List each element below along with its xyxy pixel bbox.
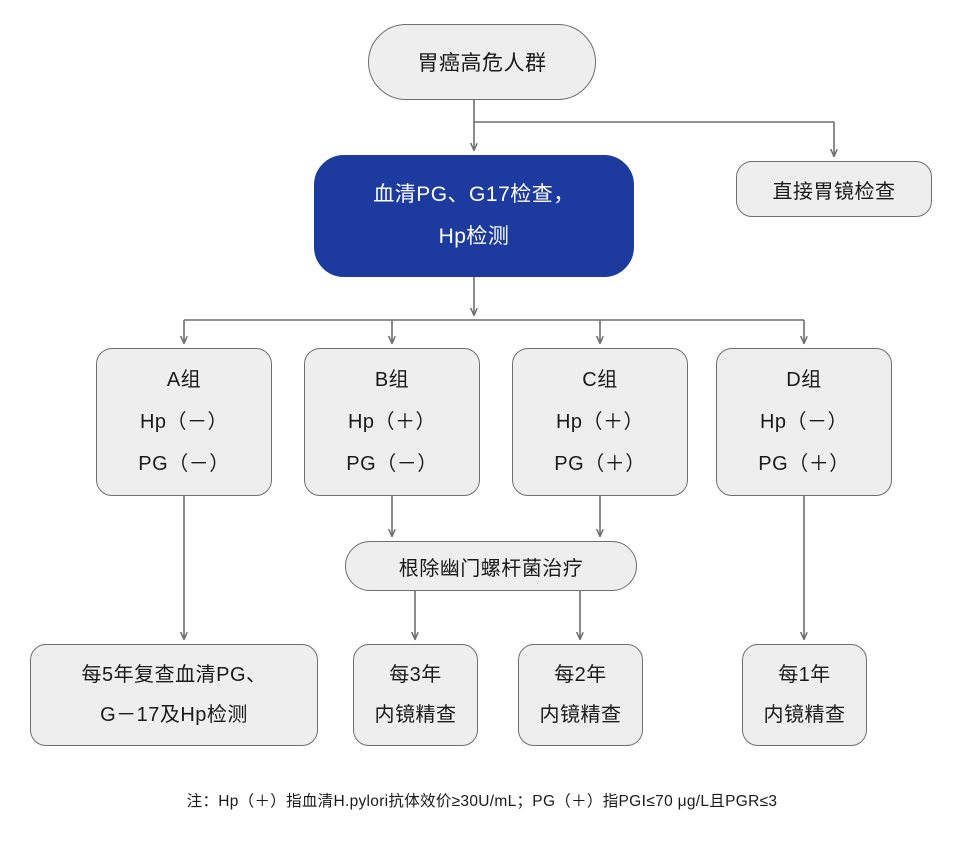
node-group-a-title: A组 — [166, 369, 202, 391]
node-followup-3-year[interactable]: 每3年 内镜精查 — [353, 644, 478, 746]
node-followup-5-year-line2: G－17及Hp检测 — [100, 704, 248, 726]
node-group-b[interactable]: B组 Hp（＋） PG（－） — [304, 348, 480, 496]
node-followup-1-year[interactable]: 每1年 内镜精查 — [742, 644, 867, 746]
node-group-a[interactable]: A组 Hp（－） PG（－） — [96, 348, 272, 496]
node-hp-eradication-therapy-label: 根除幽门螺杆菌治疗 — [398, 557, 584, 580]
node-followup-5-year-line1: 每5年复查血清PG、 — [81, 664, 267, 686]
node-group-c-hp-status: Hp（＋） — [555, 411, 645, 433]
node-direct-endoscopy-label: 直接胃镜检查 — [772, 180, 896, 203]
node-followup-5-year[interactable]: 每5年复查血清PG、 G－17及Hp检测 — [30, 644, 318, 746]
node-direct-endoscopy[interactable]: 直接胃镜检查 — [736, 161, 932, 217]
node-group-d-hp-status: Hp（－） — [759, 411, 849, 433]
node-followup-1-year-line2: 内镜精查 — [763, 704, 846, 726]
node-group-d-pg-status: PG（＋） — [758, 453, 850, 475]
node-high-risk-population-label: 胃癌高危人群 — [417, 52, 547, 75]
node-group-c-title: C组 — [582, 369, 618, 391]
node-group-d[interactable]: D组 Hp（－） PG（＋） — [716, 348, 892, 496]
node-followup-2-year[interactable]: 每2年 内镜精查 — [518, 644, 643, 746]
node-followup-3-year-line2: 内镜精查 — [374, 704, 457, 726]
node-followup-2-year-line2: 内镜精查 — [539, 704, 622, 726]
node-group-b-hp-status: Hp（＋） — [347, 411, 437, 433]
node-group-b-pg-status: PG（－） — [346, 453, 438, 475]
node-high-risk-population[interactable]: 胃癌高危人群 — [368, 24, 596, 100]
node-group-c[interactable]: C组 Hp（＋） PG（＋） — [512, 348, 688, 496]
node-group-b-title: B组 — [374, 369, 410, 391]
node-serum-test-line1: 血清PG、G17检查， — [373, 183, 575, 206]
node-group-c-pg-status: PG（＋） — [554, 453, 646, 475]
node-serum-test-line2: Hp检测 — [438, 225, 510, 248]
node-group-a-hp-status: Hp（－） — [139, 411, 229, 433]
node-serum-pg-g17-hp-test[interactable]: 血清PG、G17检查， Hp检测 — [314, 155, 634, 277]
node-hp-eradication-therapy[interactable]: 根除幽门螺杆菌治疗 — [345, 541, 637, 591]
node-followup-1-year-line1: 每1年 — [778, 664, 831, 686]
node-group-a-pg-status: PG（－） — [138, 453, 230, 475]
diagram-footnote: 注：Hp（＋）指血清H.pylori抗体效价≥30U/mL；PG（＋）指PGⅠ≤… — [186, 793, 778, 810]
node-followup-2-year-line1: 每2年 — [554, 664, 607, 686]
node-group-d-title: D组 — [786, 369, 822, 391]
node-followup-3-year-line1: 每3年 — [389, 664, 442, 686]
